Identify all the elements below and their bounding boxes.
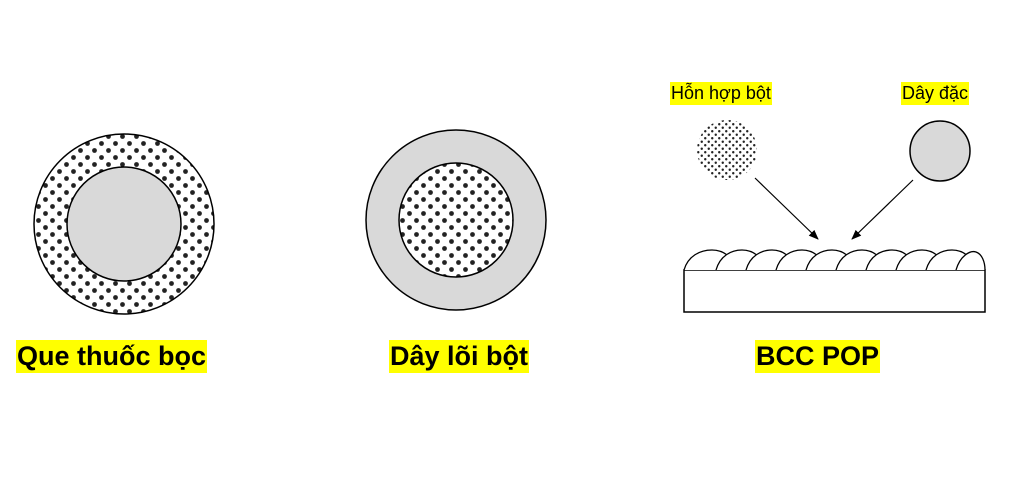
flux-cored-wire-label: Dây lõi bột (389, 340, 530, 373)
weld-bead (955, 250, 986, 271)
flux-powder-core (398, 162, 514, 278)
solid-wire-circle (909, 120, 971, 182)
base-plate (683, 269, 986, 313)
solid-wire-label: Dây đặc (901, 82, 970, 105)
bcc-pop-illustration (683, 120, 986, 313)
powder-mix-label: Hỗn hợp bột (670, 82, 772, 105)
metal-core (66, 166, 182, 282)
coated-electrode-label: Que thuốc bọc (16, 340, 207, 373)
powder-mix-circle (697, 120, 757, 180)
wire-arrow (851, 179, 914, 240)
powder-arrow (754, 177, 819, 240)
coated-electrode-cross-section (33, 133, 215, 315)
bcc-pop-label: BCC POP (755, 340, 881, 373)
weld-beads (683, 249, 986, 271)
flux-cored-wire-cross-section (365, 129, 547, 311)
